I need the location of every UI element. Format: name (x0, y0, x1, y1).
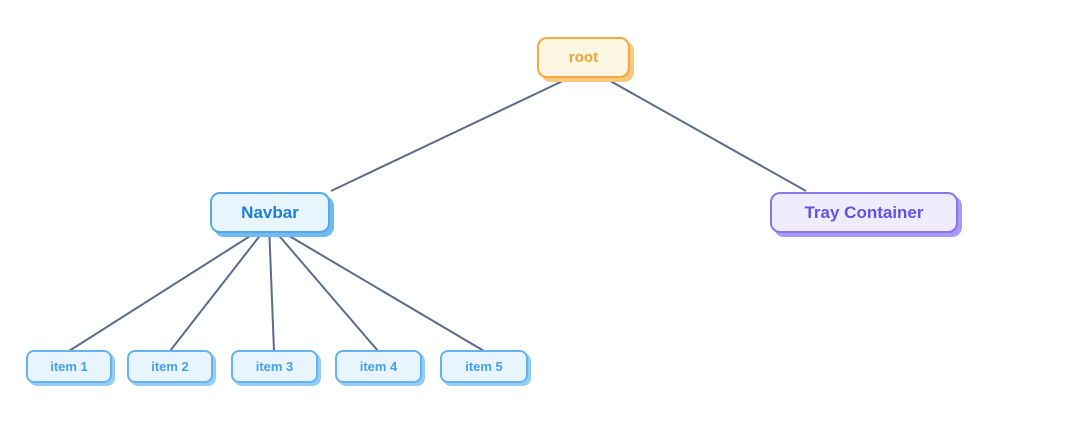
node-item-2[interactable]: item 2 (127, 350, 213, 383)
node-item-1[interactable]: item 1 (26, 350, 112, 383)
node-navbar[interactable]: Navbar (210, 192, 330, 233)
node-item-3-label: item 3 (255, 359, 294, 374)
node-item-4-label: item 4 (359, 359, 398, 374)
node-item-5-label: item 5 (465, 359, 503, 374)
edge-navbar-item5 (268, 223, 485, 352)
node-item-5[interactable]: item 5 (440, 350, 528, 383)
edge-navbar-item3 (268, 223, 275, 352)
node-item-3[interactable]: item 3 (231, 350, 318, 383)
node-root[interactable]: root (537, 37, 630, 78)
edge-navbar-item4 (268, 223, 379, 352)
node-tray-container[interactable]: Tray Container (770, 192, 958, 233)
edge-navbar-item2 (169, 223, 270, 352)
node-item-4[interactable]: item 4 (335, 350, 422, 383)
edge-navbar-item1 (68, 223, 270, 352)
node-item-2-label: item 2 (151, 359, 189, 374)
node-tray-container-label: Tray Container (804, 202, 924, 222)
node-navbar-label: Navbar (241, 202, 299, 222)
node-root-label: root (568, 49, 599, 66)
node-item-1-label: item 1 (50, 359, 88, 374)
edge-root-navbar (330, 77, 570, 192)
edge-root-tray-container (604, 77, 807, 192)
